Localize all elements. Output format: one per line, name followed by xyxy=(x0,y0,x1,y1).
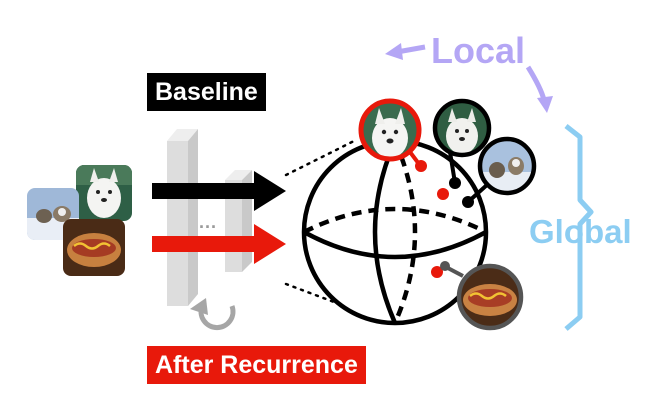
husky-image xyxy=(76,165,132,221)
hotdog-thumbnail xyxy=(456,263,524,331)
embedding-sphere xyxy=(301,138,489,326)
recurrence-arrow xyxy=(152,224,286,264)
sled-dogs-thumbnail xyxy=(477,136,537,196)
global-label: Global xyxy=(529,213,632,250)
husky-thumbnail-recurrence xyxy=(358,98,422,162)
encoder-ellipsis: ... xyxy=(199,212,218,232)
baseline-label: Baseline xyxy=(147,73,266,111)
after-recurrence-label: After Recurrence xyxy=(147,346,366,384)
input-images xyxy=(27,165,132,276)
local-label: Local xyxy=(431,30,526,71)
global-bracket xyxy=(564,124,594,331)
baseline-arrow xyxy=(152,171,286,211)
husky-thumbnail-baseline xyxy=(432,98,492,158)
hotdog-image xyxy=(63,219,125,276)
local-arrows xyxy=(385,43,553,113)
recurrence-loop-icon xyxy=(190,298,236,330)
